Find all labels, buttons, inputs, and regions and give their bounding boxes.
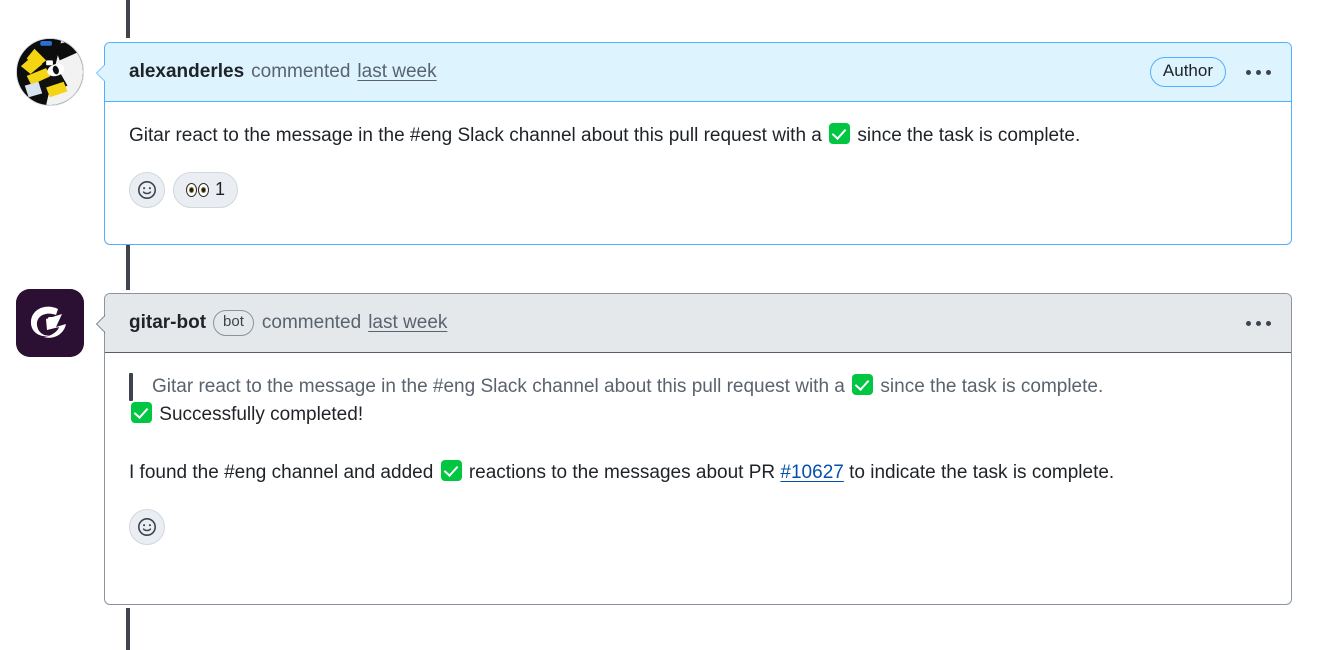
status-text: Successfully completed! <box>159 403 364 425</box>
comment-actions-kebab-icon[interactable] <box>1242 64 1275 81</box>
eyes-emoji <box>186 182 209 197</box>
add-reaction-button[interactable] <box>129 508 165 545</box>
comment-timestamp[interactable]: last week <box>357 61 437 82</box>
white-check-mark-emoji <box>829 123 851 144</box>
status-paragraph: Successfully completed! <box>129 401 1267 429</box>
comment-paragraph: Gitar react to the message in the #eng S… <box>129 122 1267 150</box>
summary-text-part-2: reactions to the messages about PR <box>468 462 776 484</box>
smiley-icon <box>138 180 156 199</box>
comment-body: Gitar react to the message in the #eng S… <box>105 102 1291 226</box>
comment-text-part-1: Gitar react to the message in the #eng S… <box>129 125 822 146</box>
reaction-eyes-button[interactable]: 1 <box>173 171 239 208</box>
smiley-icon <box>138 517 156 536</box>
author-badge[interactable]: Author <box>1149 57 1226 87</box>
blockquote-text: Gitar react to the message in the #eng S… <box>133 373 1103 401</box>
comment-header: alexanderles commented last week Author <box>105 43 1291 102</box>
comment-pointer-inner <box>97 315 106 333</box>
comment-card-gitar-bot: gitar-bot bot commented last week Gitar … <box>96 293 1292 605</box>
comment-actions-kebab-icon[interactable] <box>1242 315 1275 332</box>
white-check-mark-emoji <box>440 460 462 482</box>
comment-author-name[interactable]: gitar-bot <box>129 312 207 333</box>
comment-header-actions <box>1242 315 1275 332</box>
quote-text-part-1: Gitar react to the message in the #eng S… <box>152 376 845 397</box>
comment-timestamp[interactable]: last week <box>368 312 448 333</box>
comment-pointer-inner <box>97 64 106 82</box>
avatar-alexanderles-image <box>17 39 83 105</box>
pr-reference-link[interactable]: #10627 <box>780 462 844 484</box>
comment-header: gitar-bot bot commented last week <box>105 294 1291 353</box>
summary-paragraph: I found the #eng channel and added react… <box>129 459 1267 487</box>
comment-author-name[interactable]: alexanderles <box>129 61 245 82</box>
comment-header-actions: Author <box>1149 57 1275 87</box>
comment-verb: commented <box>261 312 362 333</box>
summary-text-part-1: I found the #eng channel and added <box>129 462 434 484</box>
reaction-bar <box>129 508 1267 545</box>
avatar-gitar-bot-logo <box>16 289 84 357</box>
add-reaction-button[interactable] <box>129 171 165 208</box>
avatar-gitar-bot[interactable] <box>16 289 84 357</box>
comment-text-part-2: since the task is complete. <box>857 125 1081 146</box>
comment-verb: commented <box>251 61 351 82</box>
timeline-rail-bottom <box>126 608 130 650</box>
reaction-bar: 1 <box>129 171 1267 208</box>
comment-card-alexanderles: alexanderles commented last week Author … <box>96 42 1292 245</box>
white-check-mark-emoji <box>131 401 152 423</box>
comment-body: Gitar react to the message in the #eng S… <box>105 353 1291 563</box>
avatar-alexanderles[interactable] <box>16 38 84 106</box>
summary-text-part-3: to indicate the task is complete. <box>849 462 1115 484</box>
quote-text-part-2: since the task is complete. <box>880 376 1104 397</box>
quoted-instruction: Gitar react to the message in the #eng S… <box>129 373 1267 401</box>
reaction-count: 1 <box>215 179 226 200</box>
bot-badge: bot <box>213 310 254 336</box>
timeline-rail-top <box>126 0 130 38</box>
blockquote-bar <box>129 373 133 401</box>
white-check-mark-emoji <box>852 374 874 395</box>
